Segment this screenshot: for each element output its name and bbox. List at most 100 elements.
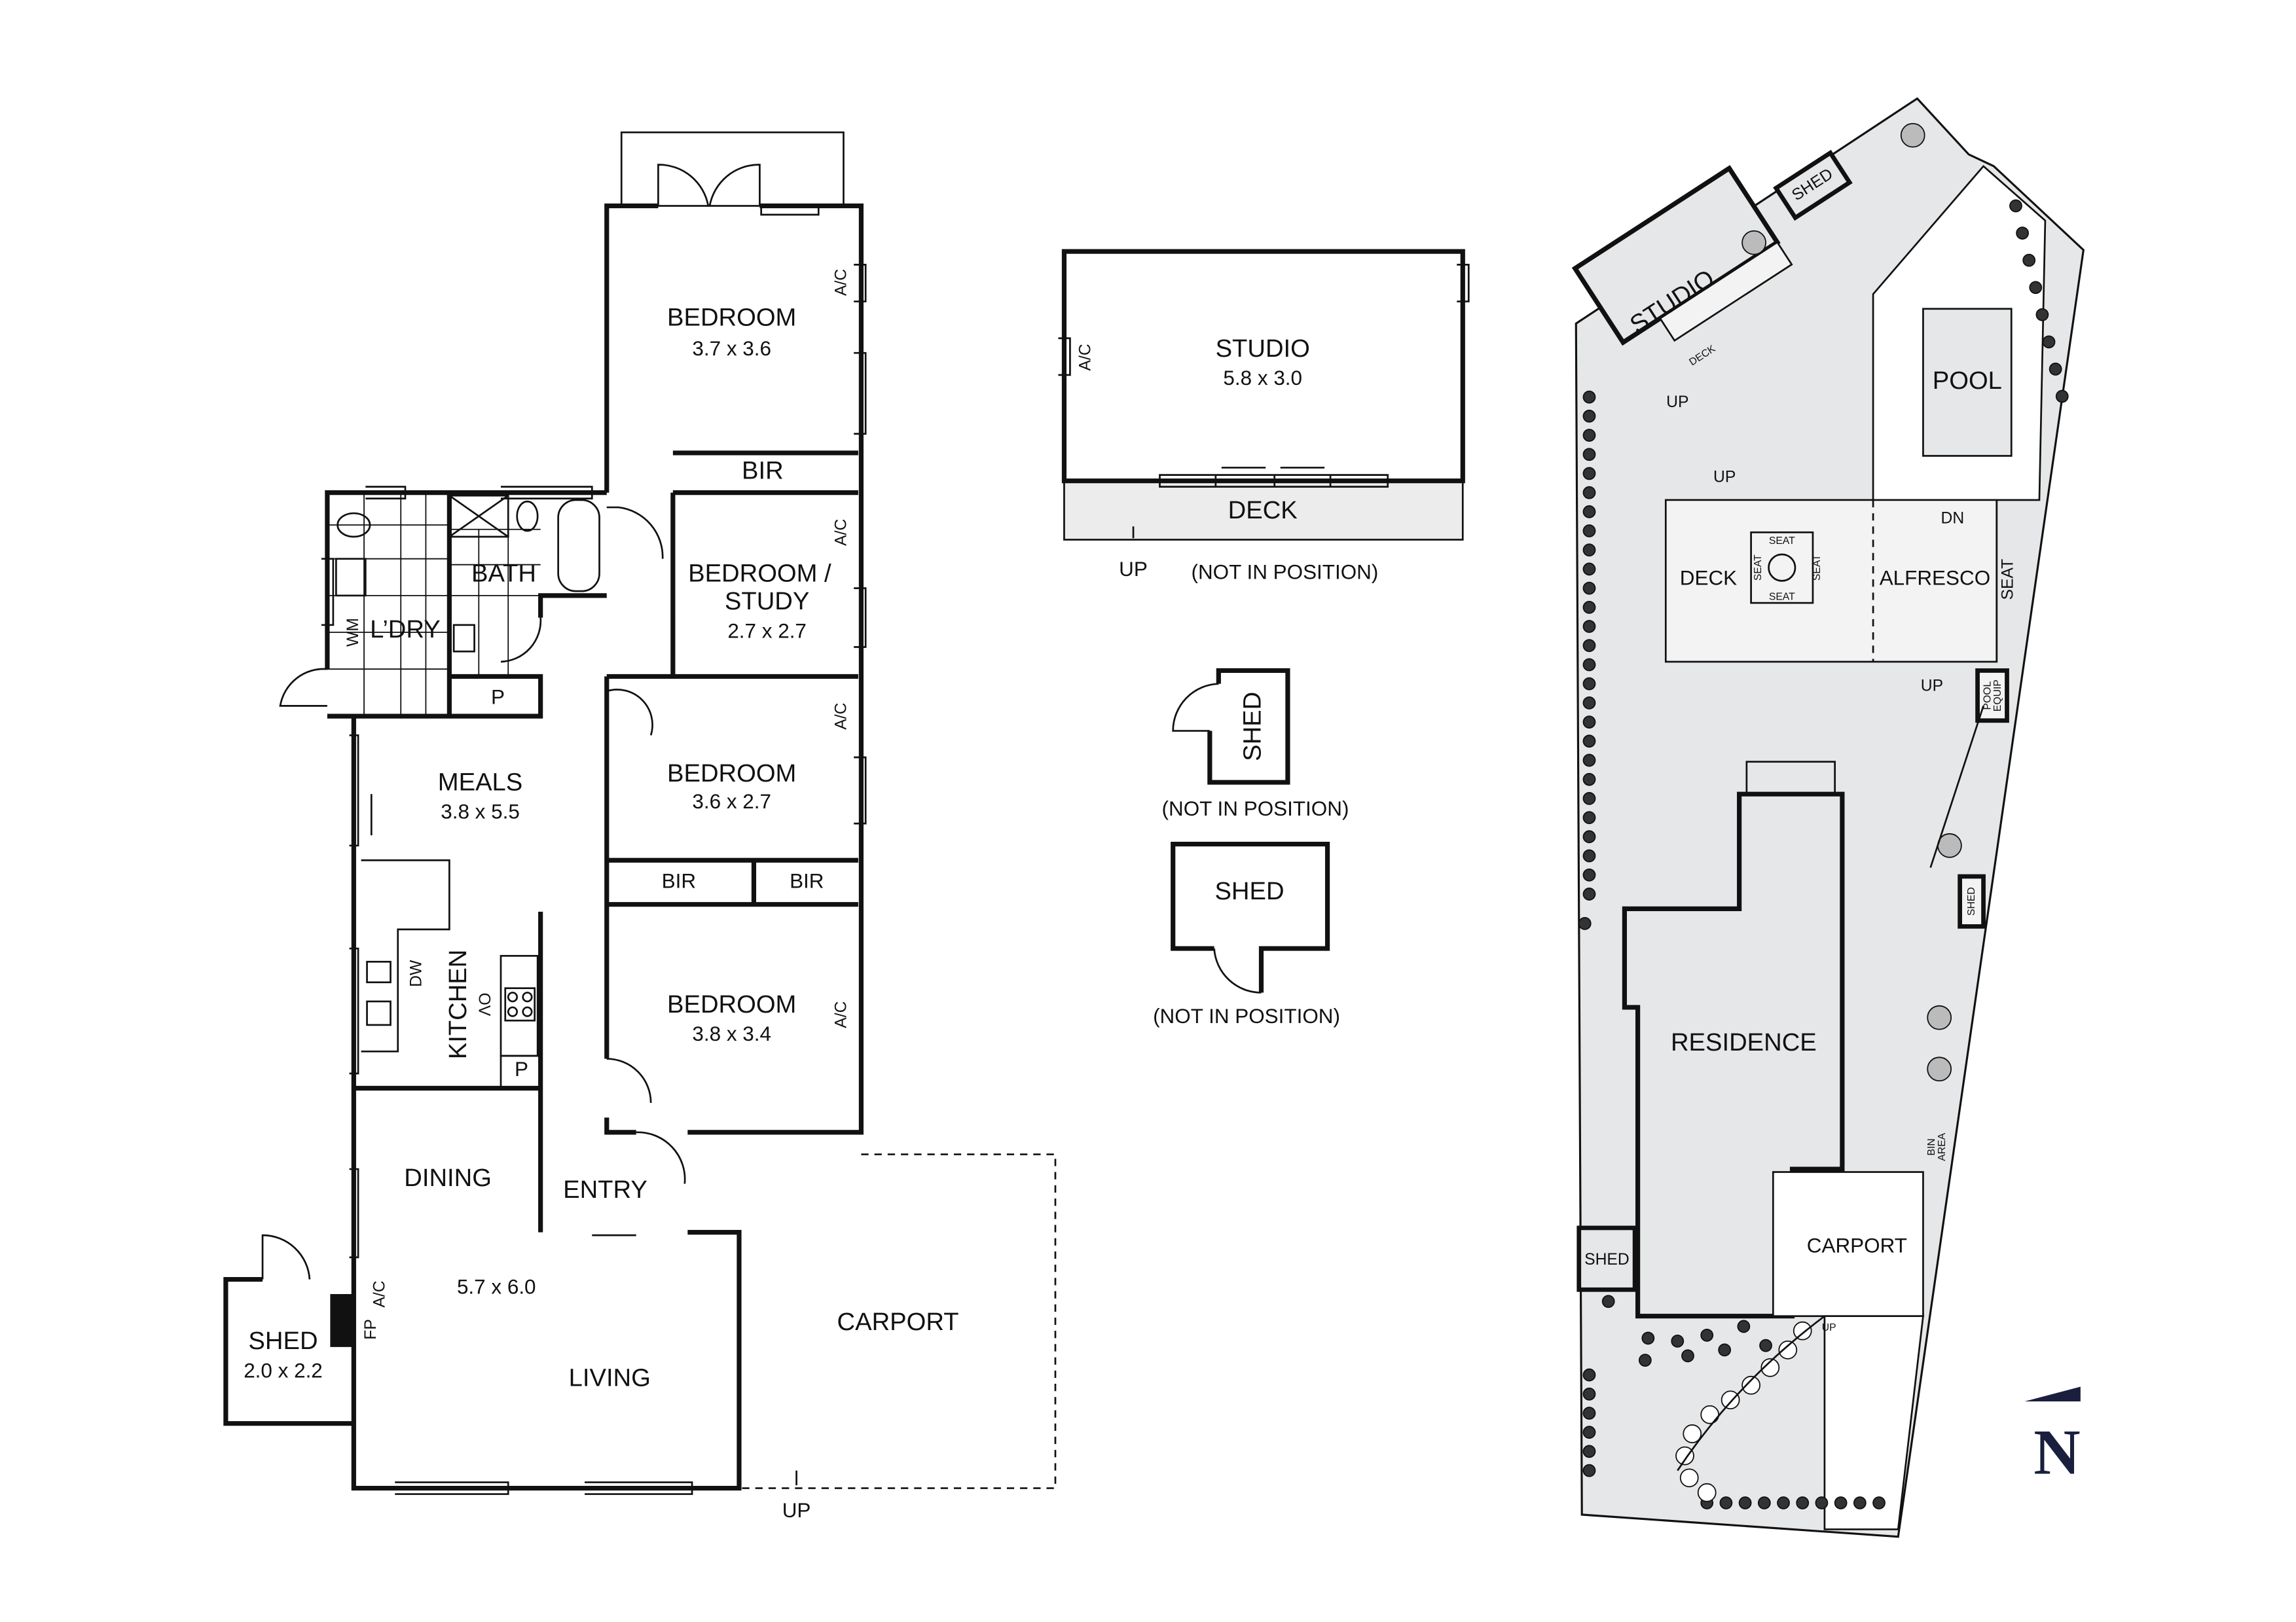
shed-wall	[223, 1276, 354, 1426]
internal-wall	[354, 492, 607, 719]
hedge-plant	[1777, 1496, 1790, 1509]
hedge-plant	[2016, 226, 2029, 240]
hedge-plant	[1582, 524, 1596, 537]
garden-plants	[1578, 122, 2069, 1509]
hedge-plant	[1582, 792, 1596, 805]
hedge-plant	[2055, 389, 2069, 403]
compass-label: N	[2033, 1416, 2080, 1488]
door-swing[interactable]	[279, 506, 686, 1184]
main-house-plan: BEDROOM 3.7 x 3.6 BIR BEDROOM / STUDY 2.…	[223, 131, 1057, 1522]
site-studio	[1571, 165, 1793, 346]
stepping-stone	[1697, 1483, 1717, 1502]
hedge-plant	[1582, 772, 1596, 786]
deck-label: DECK	[1680, 566, 1737, 589]
hedge-plant	[2049, 363, 2062, 376]
hedge-plant	[1582, 1426, 1596, 1439]
shed-2: SHED (NOT IN POSITION)	[1153, 841, 1340, 1028]
residence-porch	[1745, 761, 1836, 795]
pantry-label: P	[515, 1058, 528, 1081]
hedge-plant	[1757, 1496, 1771, 1509]
door-swing[interactable]	[261, 1234, 311, 1280]
room-size: 5.7 x 6.0	[457, 1275, 536, 1298]
site-shed	[1958, 874, 1986, 929]
pantry	[500, 1054, 542, 1089]
stepping-stone	[1679, 1468, 1699, 1488]
room-label: BEDROOM /	[688, 560, 831, 588]
hedge-plant	[1582, 849, 1596, 863]
ac-label: A/C	[833, 703, 850, 730]
not-in-position-note: (NOT IN POSITION)	[1192, 560, 1379, 583]
wm-label: WM	[344, 618, 362, 647]
room-size: 2.7 x 2.7	[727, 619, 807, 642]
bin-area-label: BIN	[1926, 1138, 1937, 1155]
pantry-label: P	[491, 685, 505, 708]
residence-label: RESIDENCE	[1671, 1028, 1817, 1056]
hedge-plant	[1582, 734, 1596, 748]
room-label: BEDROOM	[667, 304, 796, 332]
seat-label: SEAT	[1769, 591, 1795, 602]
hedge-plant	[1582, 505, 1596, 518]
sink-icon	[366, 960, 392, 1026]
door-swing[interactable]	[1213, 948, 1262, 994]
planter-seat	[1750, 531, 1814, 604]
room-size: 3.8 x 3.4	[692, 1022, 771, 1045]
hedge-plant	[1759, 1339, 1772, 1352]
door-swing[interactable]	[1172, 683, 1219, 732]
deck-label: DECK	[1228, 496, 1298, 524]
wall	[687, 203, 864, 1135]
hedge-plant	[1582, 1387, 1596, 1401]
garden-bed	[1677, 705, 1984, 1471]
hedge-plant	[2042, 335, 2056, 349]
shed-wall	[1171, 841, 1330, 993]
room-size: 3.7 x 3.6	[692, 337, 771, 360]
pool-label: POOL	[1933, 367, 2002, 395]
dn-label: DN	[1941, 510, 1965, 528]
dw-label: DW	[407, 960, 425, 987]
hedge-plant	[1741, 230, 1766, 255]
hedge-plant	[1815, 1496, 1829, 1509]
bin-area-label: AREA	[1937, 1132, 1948, 1161]
room-label: BEDROOM	[667, 990, 796, 1018]
hedge-plant	[1796, 1496, 1810, 1509]
deck-alfresco	[1664, 499, 1998, 663]
hedge-plant	[1900, 122, 1925, 148]
hedge-plant	[1582, 1445, 1596, 1458]
room-size: 3.8 x 5.5	[441, 801, 520, 823]
wall	[604, 1117, 636, 1135]
ac-label: A/C	[833, 519, 850, 546]
laundry-tiles	[327, 492, 541, 717]
window	[321, 206, 867, 1495]
seat-label: SEAT	[1769, 535, 1795, 547]
kitchen-bench	[361, 859, 450, 1053]
hedge-plant	[1582, 600, 1596, 614]
room-label: LIVING	[569, 1363, 651, 1392]
room-size: 2.0 x 2.2	[244, 1359, 323, 1382]
ac-label: A/C	[1077, 344, 1095, 370]
shed-label: SHED	[1214, 877, 1284, 905]
bir-label: BIR	[742, 456, 784, 484]
site-shed	[1576, 1225, 1637, 1292]
shed-label: SHED	[1584, 1251, 1630, 1269]
kitchen-bench	[500, 954, 539, 1057]
stepping-stone	[1721, 1390, 1740, 1410]
hedge-plant	[1582, 1407, 1596, 1420]
hedge-plant	[1582, 639, 1596, 653]
hedge-plant	[1582, 753, 1596, 767]
french-door[interactable]	[657, 164, 761, 206]
hedge-plant	[1582, 1368, 1596, 1382]
hedge-plant	[1927, 1056, 1952, 1082]
room-size: 3.6 x 2.7	[692, 790, 771, 813]
direction-arrow	[1132, 467, 1325, 539]
stepping-stone	[1793, 1321, 1812, 1341]
internal-wall	[606, 450, 858, 907]
ac-label: A/C	[833, 269, 850, 296]
hedge-plant	[1582, 830, 1596, 844]
room-label: STUDY	[725, 587, 809, 615]
tub-icon	[335, 558, 367, 597]
direction-arrow	[370, 617, 797, 1486]
laundry-label: L’DRY	[370, 615, 441, 643]
studio-size: 5.8 x 3.0	[1223, 367, 1302, 389]
shed-label: SHED	[1238, 692, 1266, 761]
hedge-plant	[1582, 715, 1596, 729]
